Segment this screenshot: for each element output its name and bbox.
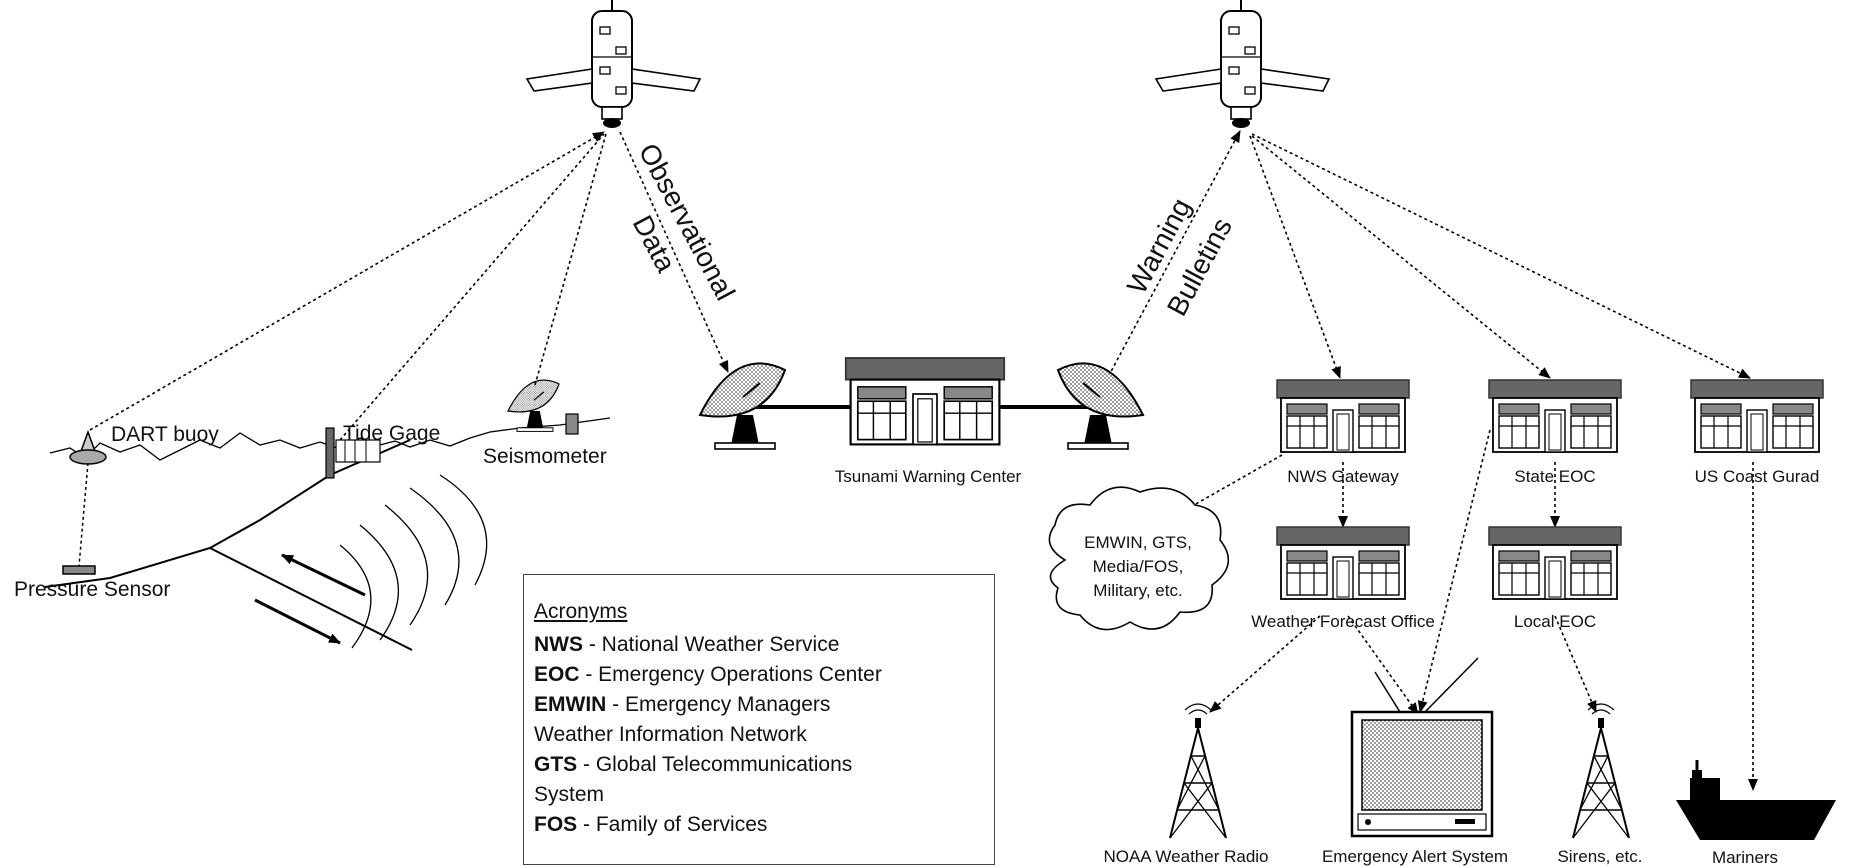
motion-arrow-up: [281, 553, 366, 597]
link-seismometer-satellite: [534, 133, 607, 386]
acronym-abbr: EMWIN: [534, 693, 607, 716]
acronym-abbr: EOC: [534, 663, 580, 686]
acronym-line: FOS - Family of Services: [534, 810, 994, 840]
acronym-text: - Global Telecommunications: [577, 753, 853, 776]
acronym-line: EOC - Emergency Operations Center: [534, 660, 994, 690]
noaa-weather-radio-label: NOAA Weather Radio: [1103, 847, 1268, 866]
acronym-text: - Emergency Operations Center: [579, 663, 882, 686]
link-sat-state: [1251, 135, 1551, 379]
cloud-label-1: EMWIN, GTS,: [1084, 533, 1192, 552]
ocean-surface: [49, 417, 611, 461]
us-coast-guard-label: US Coast Gurad: [1695, 467, 1820, 486]
tide-gage-label: Tide Gage: [343, 422, 440, 445]
television-icon: [1350, 657, 1494, 838]
buoy-tether: [78, 462, 89, 567]
seismometer-label: Seismometer: [483, 445, 607, 468]
seismometer-box: [565, 413, 579, 435]
acronym-line: System: [534, 780, 994, 810]
state-eoc-label: State EOC: [1514, 467, 1595, 486]
acronym-abbr: FOS: [534, 813, 578, 836]
buoy-icon: [69, 429, 107, 465]
satellite-icon: [1155, 0, 1330, 129]
acronym-text: - National Weather Service: [583, 633, 840, 656]
fault-line: [209, 547, 413, 651]
acronym-text: Weather Information Network: [534, 723, 807, 746]
pressure-sensor-icon: [62, 565, 96, 575]
link-wfo-tv: [1347, 615, 1419, 715]
acronym-text: - Family of Services: [577, 813, 768, 836]
link-state-tv: [1417, 429, 1491, 713]
link-satellite-twc: [619, 131, 729, 373]
building-icon: [1276, 379, 1410, 453]
cloud-label-3: Military, etc.: [1093, 581, 1182, 600]
satellite-icon: [526, 0, 701, 129]
acronyms-title: Acronyms: [534, 600, 628, 623]
link-twc-satellite: [1099, 130, 1241, 393]
emergency-alert-system-label: Emergency Alert System: [1322, 847, 1508, 866]
tsunami-waves: [339, 474, 488, 649]
seafloor: [44, 439, 411, 588]
acronym-line: Weather Information Network: [534, 720, 994, 750]
tide-gage-icon: [325, 427, 381, 479]
building-icon: [1488, 526, 1622, 600]
building-icon: [1488, 379, 1622, 453]
sirens-label: Sirens, etc.: [1557, 847, 1642, 866]
radio-tower-icon: [1572, 703, 1630, 839]
acronyms-box: Acronyms NWS - National Weather Service …: [523, 574, 995, 865]
cloud-icon: [1048, 486, 1230, 631]
acronym-line: EMWIN - Emergency Managers: [534, 690, 994, 720]
pressure-sensor-label: Pressure Sensor: [14, 578, 170, 601]
local-eoc-label: Local EOC: [1514, 612, 1596, 631]
link-sat-uscg: [1251, 133, 1751, 379]
nws-gateway-label: NWS Gateway: [1287, 467, 1399, 486]
acronym-abbr: GTS: [534, 753, 578, 776]
acronym-text: - Emergency Managers: [606, 693, 831, 716]
seismometer-icon: [507, 379, 560, 432]
building-icon: [844, 356, 1006, 446]
acronym-text: System: [534, 783, 605, 806]
link-local-sirens: [1554, 615, 1597, 713]
weather-forecast-office-label: Weather Forecast Office: [1251, 612, 1435, 631]
tsunami-warning-center-label: Tsunami Warning Center: [835, 467, 1022, 486]
mariners-label: Mariners: [1712, 848, 1778, 866]
link-sat-nws: [1249, 135, 1341, 379]
dart-buoy-label: DART buoy: [111, 423, 219, 446]
cloud-label-2: Media/FOS,: [1093, 557, 1184, 576]
building-icon: [1276, 526, 1410, 600]
link-tide-satellite: [339, 133, 605, 441]
acronym-line: GTS - Global Telecommunications: [534, 750, 994, 780]
building-icon: [1690, 379, 1824, 453]
radio-tower-icon: [1169, 703, 1227, 839]
acronym-abbr: NWS: [534, 633, 583, 656]
link-wfo-noaa-radio: [1209, 615, 1321, 713]
ship-icon: [1676, 760, 1836, 840]
acronym-line: NWS - National Weather Service: [534, 630, 994, 660]
motion-arrow-down: [254, 598, 341, 645]
